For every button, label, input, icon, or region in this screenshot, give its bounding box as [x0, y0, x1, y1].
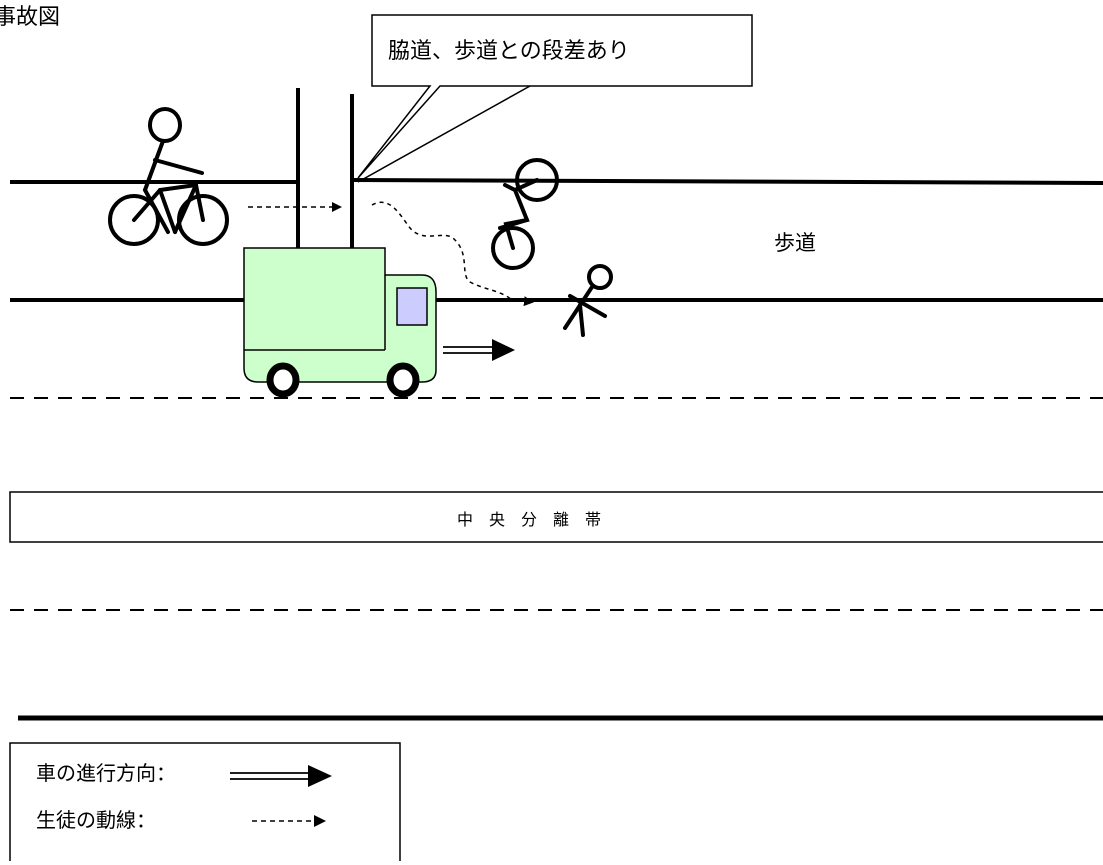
legend: 車の進行方向： 生徒の動線： — [9, 742, 401, 861]
legend-student-path-icon — [252, 815, 326, 827]
fallen-student-icon — [563, 264, 613, 337]
median-strip: 中 央 分 離 帯 — [9, 491, 1103, 543]
bicycle-rider-icon — [108, 107, 229, 246]
step-callout: 脇道、歩道との段差あり — [357, 14, 753, 183]
callout-text: 脇道、歩道との段差あり — [388, 39, 630, 64]
vehicle-direction-arrow — [443, 339, 515, 361]
truck-front-wheel — [386, 362, 420, 398]
diagram-title: 事故図 — [0, 5, 60, 30]
legend-vehicle-direction: 車の進行方向： — [36, 761, 176, 785]
student-path — [248, 201, 534, 307]
truck-icon — [243, 247, 437, 398]
road-lines — [10, 88, 1103, 721]
fallen-bicycle-icon — [491, 158, 559, 270]
sidewalk-label: 歩道 — [774, 231, 816, 255]
legend-vehicle-arrow-icon — [230, 765, 332, 787]
median-label: 中 央 分 離 帯 — [457, 510, 601, 529]
sidewalk-top-edge-right — [352, 178, 1103, 185]
truck-rear-wheel — [266, 362, 300, 398]
legend-student-path: 生徒の動線： — [36, 808, 156, 832]
